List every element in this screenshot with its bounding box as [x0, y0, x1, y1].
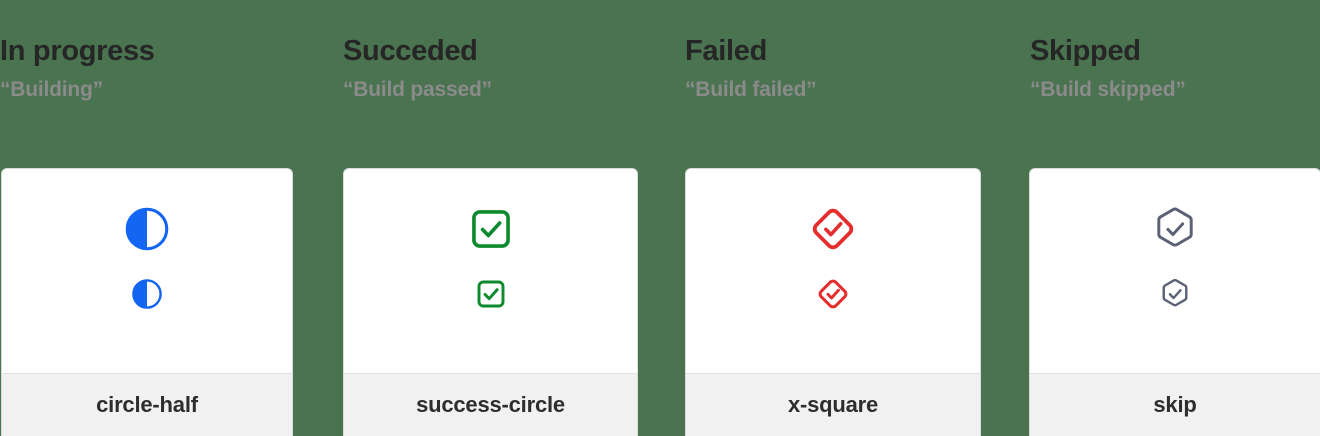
status-subtitle: “Build passed” [343, 78, 492, 102]
status-column-failed: Failed “Build failed” [682, 0, 1023, 436]
status-column-in-progress: In progress “Building” [0, 0, 341, 436]
icon-card-label: skip [1153, 392, 1197, 417]
icon-card-x-square[interactable]: x-square [685, 168, 981, 436]
icon-card-body [344, 169, 637, 373]
circle-half-icon [124, 206, 170, 252]
x-square-icon [810, 206, 856, 252]
icon-card-footer: skip [1030, 373, 1320, 436]
success-circle-icon [468, 206, 514, 252]
status-title: Succeded [343, 35, 478, 67]
success-circle-icon-small [475, 278, 507, 310]
status-title: Failed [685, 35, 767, 67]
status-heading-succeded: Succeded “Build passed” [341, 0, 492, 102]
icon-card-label: success-circle [416, 392, 565, 417]
icon-card-body [2, 169, 292, 373]
icon-card-circle-half[interactable]: circle-half [1, 168, 293, 436]
skip-icon [1152, 206, 1198, 252]
status-heading-in-progress: In progress “Building” [0, 0, 155, 102]
status-heading-skipped: Skipped “Build skipped” [1023, 0, 1186, 102]
x-square-icon-small [817, 278, 849, 310]
icon-card-footer: success-circle [344, 373, 637, 436]
icon-card-success-circle[interactable]: success-circle [343, 168, 638, 436]
icon-card-footer: x-square [686, 373, 980, 436]
icon-card-skip[interactable]: skip [1029, 168, 1320, 436]
status-subtitle: “Building” [0, 78, 103, 102]
skip-icon-small [1159, 278, 1191, 310]
status-heading-failed: Failed “Build failed” [682, 0, 817, 102]
icon-card-label: circle-half [96, 392, 198, 417]
status-subtitle: “Build failed” [685, 78, 817, 102]
status-subtitle: “Build skipped” [1030, 78, 1186, 102]
icon-card-body [1030, 169, 1320, 373]
circle-half-icon-small [131, 278, 163, 310]
status-column-skipped: Skipped “Build skipped” [1023, 0, 1320, 436]
status-title: In progress [0, 35, 155, 67]
status-column-succeded: Succeded “Build passed” [341, 0, 682, 436]
icon-card-body [686, 169, 980, 373]
status-title: Skipped [1030, 35, 1141, 67]
icon-card-footer: circle-half [2, 373, 292, 436]
icon-card-label: x-square [787, 392, 879, 417]
